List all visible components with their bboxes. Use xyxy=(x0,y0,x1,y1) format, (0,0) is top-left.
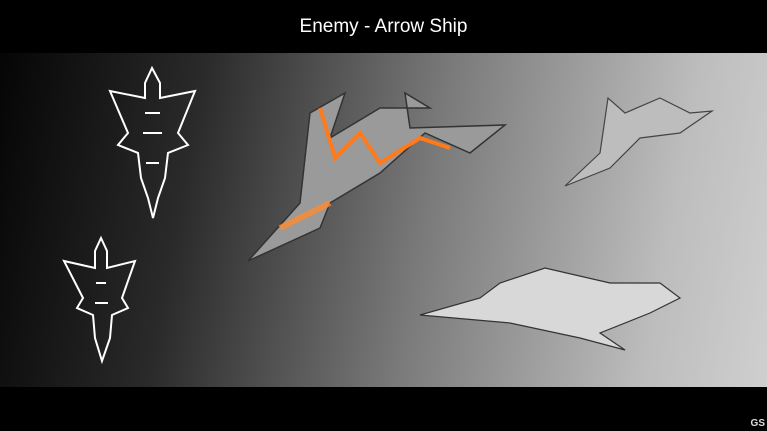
ship-colored-large xyxy=(247,91,508,262)
concept-art-panel xyxy=(0,53,767,387)
watermark-logo: GS xyxy=(750,418,765,429)
ship-topview-small xyxy=(62,235,137,365)
ship-topview-large xyxy=(108,65,197,219)
ship-side-sketch xyxy=(419,267,682,351)
slide-title: Enemy - Arrow Ship xyxy=(299,16,468,37)
ship-small-sketch xyxy=(564,96,715,187)
